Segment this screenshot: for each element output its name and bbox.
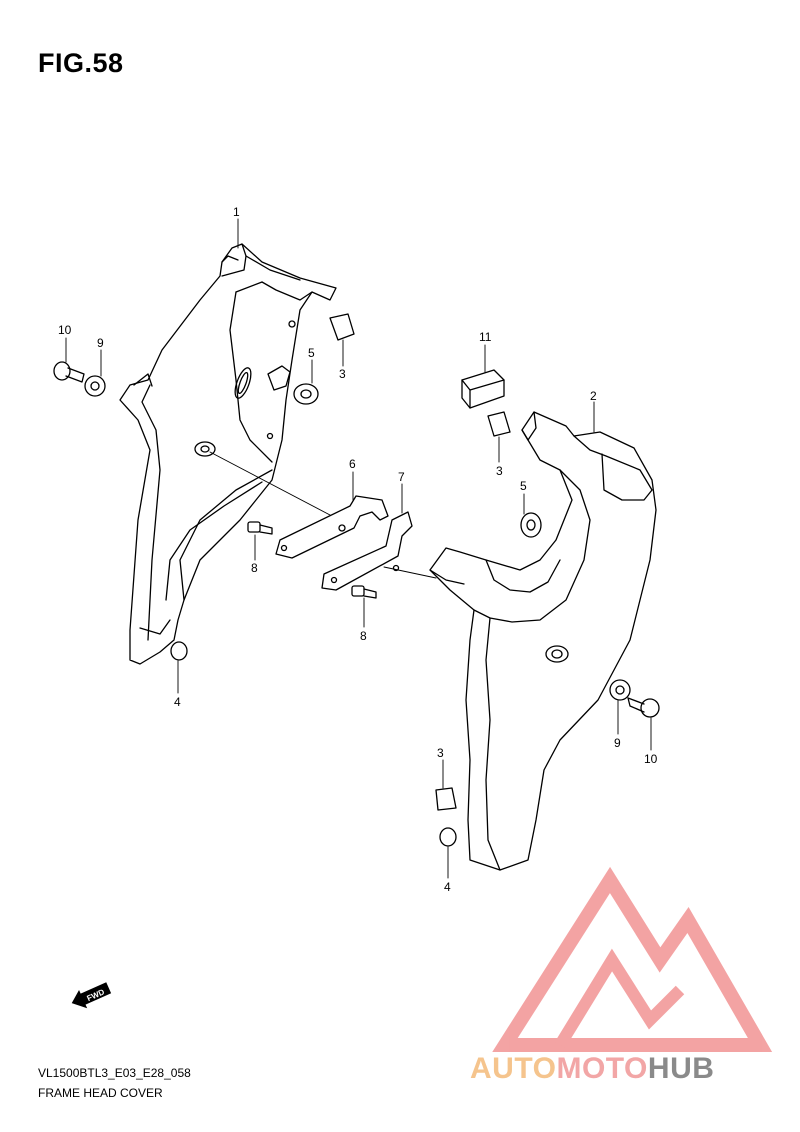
watermark-logo-icon xyxy=(492,866,773,1052)
callout-5-left: 5 xyxy=(308,346,315,360)
cushion-3-top xyxy=(329,313,355,341)
bolt-8-upper xyxy=(247,521,273,535)
bracket-7 xyxy=(321,511,413,591)
callout-5-right: 5 xyxy=(520,479,527,493)
watermark-part-c: HUB xyxy=(647,1052,715,1085)
callout-10-left: 10 xyxy=(58,323,72,337)
left-frame-head-cover xyxy=(119,243,337,665)
diagram-caption: FRAME HEAD COVER xyxy=(38,1086,163,1100)
watermark-part-b: MOTO xyxy=(556,1052,648,1085)
callout-2: 2 xyxy=(590,389,597,403)
callout-3-middle: 3 xyxy=(496,464,503,478)
grommet-5-left xyxy=(267,365,319,405)
leader-lines xyxy=(65,218,652,879)
right-frame-head-cover xyxy=(429,411,657,871)
cushion-block-11 xyxy=(461,369,505,409)
callout-11: 11 xyxy=(479,330,492,344)
callout-9-right: 9 xyxy=(614,736,621,750)
watermark-text: AUTOMOTOHUB xyxy=(470,1052,714,1086)
grommet-5-right xyxy=(520,512,542,538)
callout-10-right: 10 xyxy=(644,752,658,766)
bracket-6 xyxy=(275,495,389,559)
bolt-8-lower xyxy=(351,585,377,599)
callout-9-left: 9 xyxy=(97,336,104,350)
figure-title: FIG.58 xyxy=(38,48,124,78)
washer-9-right xyxy=(609,679,631,701)
callout-3-bottom: 3 xyxy=(437,746,444,760)
bolt-10-right xyxy=(627,697,660,718)
callout-1: 1 xyxy=(233,205,240,219)
callout-7: 7 xyxy=(398,470,405,484)
washer-9-left xyxy=(84,375,106,397)
diagram-code: VL1500BTL3_E03_E28_058 xyxy=(38,1066,191,1080)
callout-4-right: 4 xyxy=(444,880,451,894)
watermark-part-a: AUTO xyxy=(470,1052,557,1085)
callout-3-top: 3 xyxy=(339,367,346,381)
cushion-3-bottom xyxy=(435,787,457,811)
grommet-4-left xyxy=(170,641,188,661)
bolt-10-left xyxy=(53,361,85,383)
callout-8-lower: 8 xyxy=(360,629,367,643)
fwd-arrow-icon: FWD xyxy=(71,982,112,1009)
fwd-label: FWD xyxy=(86,987,107,1003)
cushion-3-middle xyxy=(487,411,511,437)
grommet-4-right xyxy=(439,827,457,847)
callout-4-left: 4 xyxy=(174,695,181,709)
callout-6: 6 xyxy=(349,457,356,471)
callout-8-upper: 8 xyxy=(251,561,258,575)
callout-labels: 1 2 3 3 3 4 4 5 5 6 7 8 8 9 9 10 10 11 xyxy=(58,205,658,894)
